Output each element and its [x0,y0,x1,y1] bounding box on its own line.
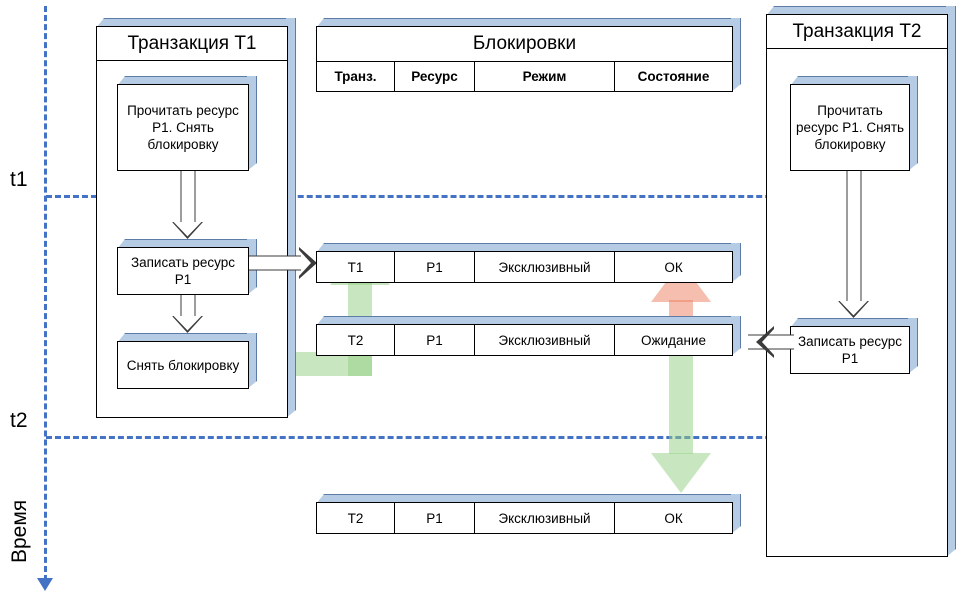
lock-cell-state: Ожидание [641,332,706,348]
box-side-face [731,243,741,283]
box-top-face [316,243,741,253]
lock-row-t2-ok: Т2 Р1 Эксклюзивный ОК [316,494,741,534]
box-top-face [316,18,741,28]
lock-cell-mode: Эксклюзивный [475,252,615,282]
box-top-face [96,18,296,28]
lock-cell-resource: Р1 [395,503,475,533]
lock-table: Блокировки Транз. Ресурс Режим Состояние [316,18,741,92]
lock-table-header-row: Транз. Ресурс Режим Состояние [317,62,732,91]
highlight-green-arrowhead-down [651,453,711,493]
t1-flow-arrow-1 [172,171,203,239]
t1-step-write-p1-label: Записать ресурс Р1 [117,247,249,295]
t1-lock-request-arrow [249,247,317,279]
lock-cell-mode: Эксклюзивный [475,325,615,355]
lock-cell-transaction: Т1 [317,252,395,282]
lock-cell-transaction: Т2 [317,325,395,355]
t2-step-read-release-label: Прочитать ресурс Р1. Снять блокировку [790,84,910,171]
box-side-face [247,76,257,171]
lock-cell-mode: Эксклюзивный [475,503,615,533]
t1-step-write-p1[interactable]: Записать ресурс Р1 [117,239,257,295]
box-side-face [908,76,918,171]
box-side-face [731,316,741,356]
box-top-face [117,239,257,249]
box-top-face [766,6,956,16]
lock-cell-state: ОК [664,259,683,275]
t2-step-read-release[interactable]: Прочитать ресурс Р1. Снять блокировку [790,76,918,171]
time-marker-line-t1 [46,195,951,198]
box-top-face [316,316,741,326]
t1-flow-arrow-2 [172,295,203,333]
time-marker-line-t2 [46,436,951,439]
box-side-face [946,6,956,557]
lock-table-col-3: Состояние [637,69,710,84]
transaction-t2-title: Транзакция Т2 [767,15,947,49]
t1-step-read-release-label: Прочитать ресурс Р1. Снять блокировку [117,84,249,171]
lock-cell-resource: Р1 [395,252,475,282]
transaction-t1-title: Транзакция Т1 [97,27,287,61]
time-axis-arrowhead [37,578,53,591]
box-side-face [731,494,741,534]
lock-cell-transaction: Т2 [317,503,395,533]
t1-step-release-lock[interactable]: Снять блокировку [117,333,257,389]
t1-step-read-release[interactable]: Прочитать ресурс Р1. Снять блокировку [117,76,257,171]
t2-flow-arrow-1 [838,171,869,318]
t2-step-write-p1[interactable]: Записать ресурс Р1 [790,318,918,374]
box-top-face [117,333,257,343]
box-side-face [286,18,296,418]
box-side-face [247,333,257,389]
lock-row-t1-ok: Т1 Р1 Эксклюзивный ОК [316,243,741,283]
lock-table-col-2: Режим [475,62,615,91]
box-top-face [117,76,257,86]
t2-lock-request-arrow [738,326,794,358]
time-axis-line [44,6,47,581]
lock-cell-resource: Р1 [395,325,475,355]
time-marker-label-t1: t1 [10,168,28,191]
lock-table-col-0: Транз. [317,62,395,91]
time-axis-label: Время [8,499,31,563]
lock-table-title: Блокировки [317,27,732,62]
highlight-green-down-shaft [669,356,693,454]
lock-table-col-1: Ресурс [395,62,475,91]
box-side-face [731,18,741,92]
box-top-face [790,318,918,328]
lock-row-t2-wait: Т2 Р1 Эксклюзивный Ожидание [316,316,741,356]
lock-cell-state: ОК [664,510,683,526]
t2-step-write-p1-label: Записать ресурс Р1 [790,326,910,374]
box-side-face [908,318,918,374]
time-marker-label-t2: t2 [10,409,28,432]
box-top-face [790,76,918,86]
box-top-face [316,494,741,504]
t1-step-release-lock-label: Снять блокировку [117,341,249,389]
